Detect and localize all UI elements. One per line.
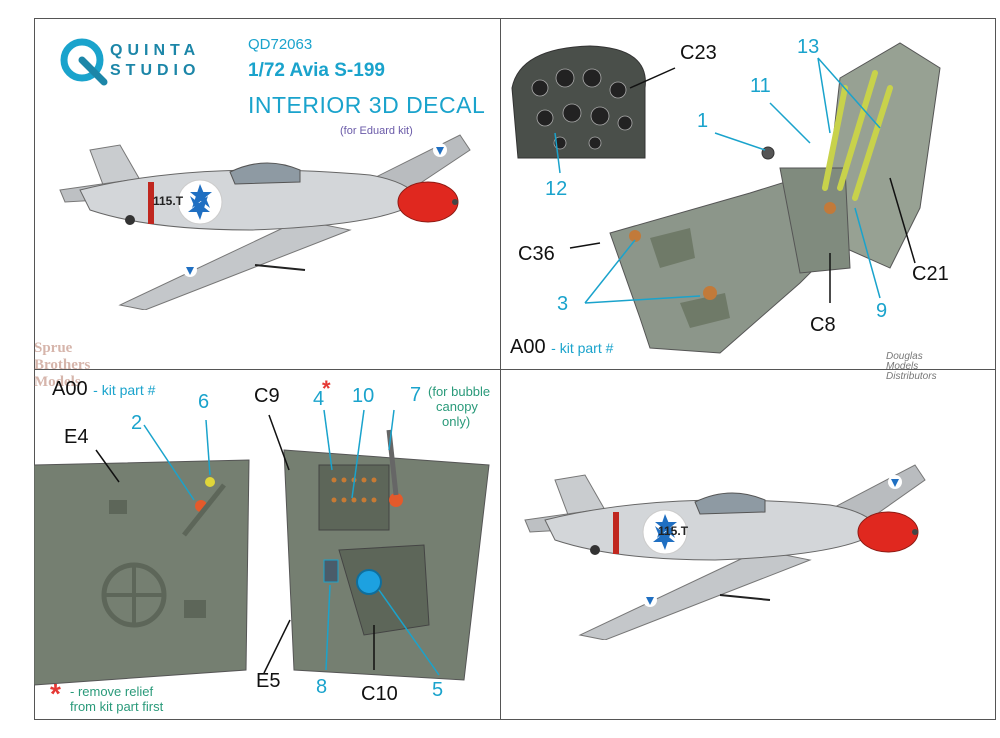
label-11: 11 — [750, 75, 771, 97]
remove-relief-note: - remove relief from kit part first — [70, 684, 163, 714]
remove-note-line1: - remove relief — [70, 684, 154, 699]
product-title: INTERIOR 3D DECAL — [248, 92, 486, 118]
label-8: 8 — [316, 676, 328, 698]
kit-part-text-2: - kit part # — [93, 382, 156, 398]
bubble-note-line3: only) — [442, 414, 471, 429]
quinta-logo-icon — [60, 38, 108, 86]
product-code: QD72063 — [248, 36, 313, 53]
remove-note-line2: from kit part first — [70, 699, 164, 714]
label-12: 12 — [545, 178, 568, 200]
aircraft-illustration-bottom — [524, 464, 926, 640]
label-10: 10 — [352, 385, 375, 407]
label-C9: C9 — [254, 385, 280, 407]
kit-part-text: - kit part # — [551, 340, 614, 356]
bubble-note-line2: canopy — [436, 399, 478, 414]
label-9: 9 — [876, 300, 888, 322]
watermark-line3: Models — [34, 374, 81, 390]
distributor-line1: Douglas — [886, 351, 923, 362]
model-title: 1/72 Avia S-199 — [248, 60, 385, 81]
distributor-line3: Distributors — [886, 371, 937, 382]
brand-name-line1: QUINTA — [110, 42, 201, 59]
distributor-logo: Douglas Models Distributors — [886, 352, 937, 382]
required-star-icon: * — [322, 376, 331, 401]
label-2: 2 — [131, 412, 143, 434]
label-3: 3 — [557, 293, 569, 315]
label-6: 6 — [198, 391, 210, 413]
label-E5: E5 — [256, 670, 281, 692]
kit-part-code-2: A00 — [52, 378, 88, 400]
label-C8: C8 — [810, 314, 836, 336]
kit-part-code: A00 — [510, 336, 546, 358]
label-C21: C21 — [912, 263, 949, 285]
label-C10: C10 — [361, 683, 398, 705]
label-13: 13 — [797, 36, 820, 58]
watermark: Sprue Brothers Models — [16, 340, 116, 396]
brand-name-line2: STUDIO — [110, 62, 201, 79]
kit-part-legend: A00 - kit part # — [510, 336, 613, 359]
aircraft-illustration-top — [59, 134, 471, 310]
label-E4: E4 — [64, 426, 89, 448]
label-C36: C36 — [518, 243, 555, 265]
label-7: 7 — [410, 384, 422, 406]
watermark-line1: Sprue — [34, 340, 73, 356]
aircraft-marking: 115.T — [153, 194, 184, 208]
required-star-icon-note: * — [50, 678, 61, 709]
distributor-line2: Models — [886, 361, 919, 372]
label-4: 4 — [313, 388, 325, 410]
label-C23: C23 — [680, 42, 717, 64]
side-panels-illustration — [34, 409, 490, 686]
aircraft-marking-bottom: 115.T — [658, 524, 689, 538]
watermark-line2: Brothers — [34, 357, 91, 373]
divider-horizontal — [34, 369, 996, 370]
kit-note: (for Eduard kit) — [340, 125, 413, 137]
label-5: 5 — [432, 679, 444, 701]
cockpit-tub-illustration — [511, 42, 941, 354]
bubble-canopy-note: (for bubble canopy only) — [428, 384, 490, 429]
label-1: 1 — [697, 110, 709, 132]
kit-part-legend-2: A00 - kit part # — [52, 378, 155, 401]
bubble-note-line1: (for bubble — [428, 384, 491, 399]
